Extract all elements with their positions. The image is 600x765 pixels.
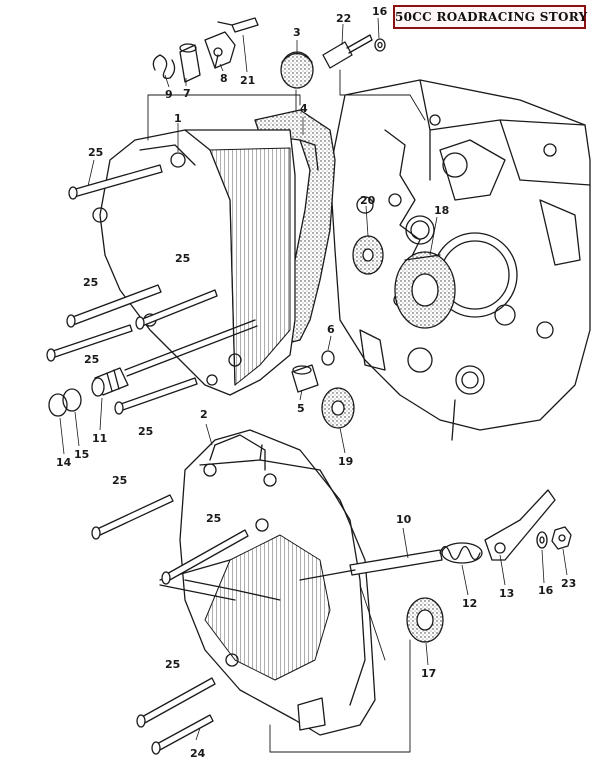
callout-7: 7 — [183, 87, 191, 100]
callout-6: 6 — [327, 323, 335, 336]
seal-20 — [352, 235, 384, 275]
bolt-25-b — [66, 284, 162, 328]
o-ring-14 — [48, 393, 68, 417]
callout-25-f: 25 — [112, 474, 127, 487]
bearing-17 — [406, 597, 444, 643]
spring-9 — [152, 54, 176, 79]
callout-22: 22 — [336, 12, 351, 25]
bolt-25-a — [68, 164, 163, 200]
bolt-25-c — [135, 289, 218, 330]
callout-8: 8 — [220, 72, 228, 85]
callout-21: 21 — [240, 74, 255, 87]
kick-shaft-10 — [299, 549, 443, 581]
callout-18: 18 — [434, 204, 449, 217]
nut-23 — [551, 526, 572, 550]
kick-arm-13 — [484, 489, 556, 561]
washer-16-top — [374, 38, 386, 52]
callout-10: 10 — [396, 513, 412, 526]
washer-16-lower — [536, 531, 548, 549]
watermark-badge: 50CC ROADRACING STORY — [393, 5, 587, 29]
screw-21 — [217, 17, 259, 33]
cap-3 — [280, 51, 314, 89]
callout-19: 19 — [338, 455, 353, 468]
return-spring-12 — [439, 542, 483, 564]
callout-9: 9 — [165, 88, 173, 101]
callout-13: 13 — [499, 587, 514, 600]
callout-25-b: 25 — [175, 252, 190, 265]
sleeve-7 — [179, 43, 201, 83]
callout-14: 14 — [56, 456, 72, 469]
callout-16-top: 16 — [372, 5, 388, 18]
callout-15: 15 — [74, 448, 89, 461]
callout-4: 4 — [300, 102, 308, 115]
bolt-25-e — [114, 377, 198, 415]
callout-16-lower: 16 — [538, 584, 554, 597]
long-shaft — [124, 319, 258, 377]
bolt-22 — [322, 34, 373, 69]
callout-11: 11 — [92, 432, 107, 445]
callout-25-c: 25 — [83, 276, 98, 289]
o-ring-15 — [62, 388, 82, 412]
callout-20: 20 — [360, 194, 376, 207]
callout-17: 17 — [421, 667, 436, 680]
plug-11 — [91, 367, 129, 397]
lower-kickstart-cover — [159, 429, 376, 736]
callout-3: 3 — [293, 26, 301, 39]
callout-23: 23 — [561, 577, 576, 590]
callout-25-e: 25 — [138, 425, 153, 438]
callout-25-g: 25 — [206, 512, 221, 525]
callout-2: 2 — [200, 408, 208, 421]
callout-25-h: 25 — [165, 658, 180, 671]
bolt-25-f — [91, 494, 174, 540]
callout-24: 24 — [190, 747, 206, 760]
bolt-25-g — [161, 529, 249, 585]
callout-1: 1 — [174, 112, 182, 125]
dowel-5 — [291, 364, 319, 393]
crankcase-oil-seal — [394, 251, 456, 329]
callout-5: 5 — [297, 402, 305, 415]
bolt-24 — [151, 714, 214, 755]
bolt-25-h — [136, 677, 216, 728]
callout-12: 12 — [462, 597, 477, 610]
bolt-25-d — [46, 324, 133, 362]
seal-19 — [321, 387, 355, 429]
callout-25-d: 25 — [84, 353, 99, 366]
ring-6 — [321, 350, 335, 366]
callout-25-a: 25 — [88, 146, 103, 159]
upper-side-cover — [92, 129, 296, 396]
bracket-8 — [204, 31, 236, 69]
